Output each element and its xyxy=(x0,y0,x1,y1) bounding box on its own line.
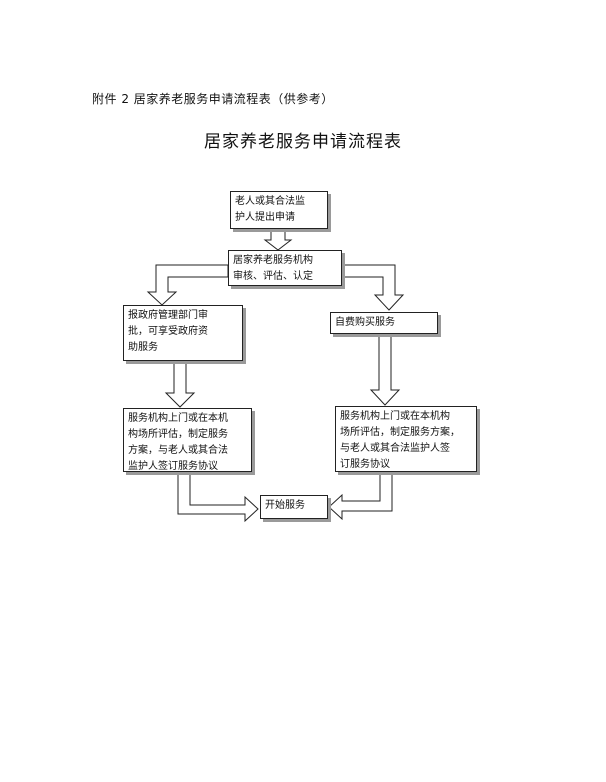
step-gov-approval: 报政府管理部门审 批，可享受政府资 助服务 xyxy=(123,305,243,361)
arrow-assess-gov-to-start xyxy=(177,472,259,523)
step-apply: 老人或其合法监 护人提出申请 xyxy=(230,191,328,229)
arrow-self-pay-to-assess xyxy=(369,334,401,406)
arrow-assess-self-to-start xyxy=(328,472,393,521)
step-assess-gov: 服务机构上门或在本机 构场所评估，制定服务 方案，与老人或其合法 监护人签订服务… xyxy=(123,408,252,472)
arrow-review-to-gov-approval xyxy=(146,264,229,306)
arrow-gov-to-assess xyxy=(164,361,196,408)
arrow-review-to-self-pay xyxy=(341,264,405,311)
step-start-service: 开始服务 xyxy=(260,495,328,519)
diagram-title: 居家养老服务申请流程表 xyxy=(204,132,402,152)
step-review: 居家养老服务机构 审核、评估、认定 xyxy=(228,250,342,286)
step-assess-self: 服务机构上门或在本机构 场所评估，制定服务方案， 与老人或其合法监护人签 订服务… xyxy=(335,406,477,472)
arrow-apply-to-review xyxy=(263,229,293,251)
attachment-title: 附件 2 居家养老服务申请流程表（供参考） xyxy=(92,92,334,106)
step-self-pay: 自费购买服务 xyxy=(330,312,438,334)
